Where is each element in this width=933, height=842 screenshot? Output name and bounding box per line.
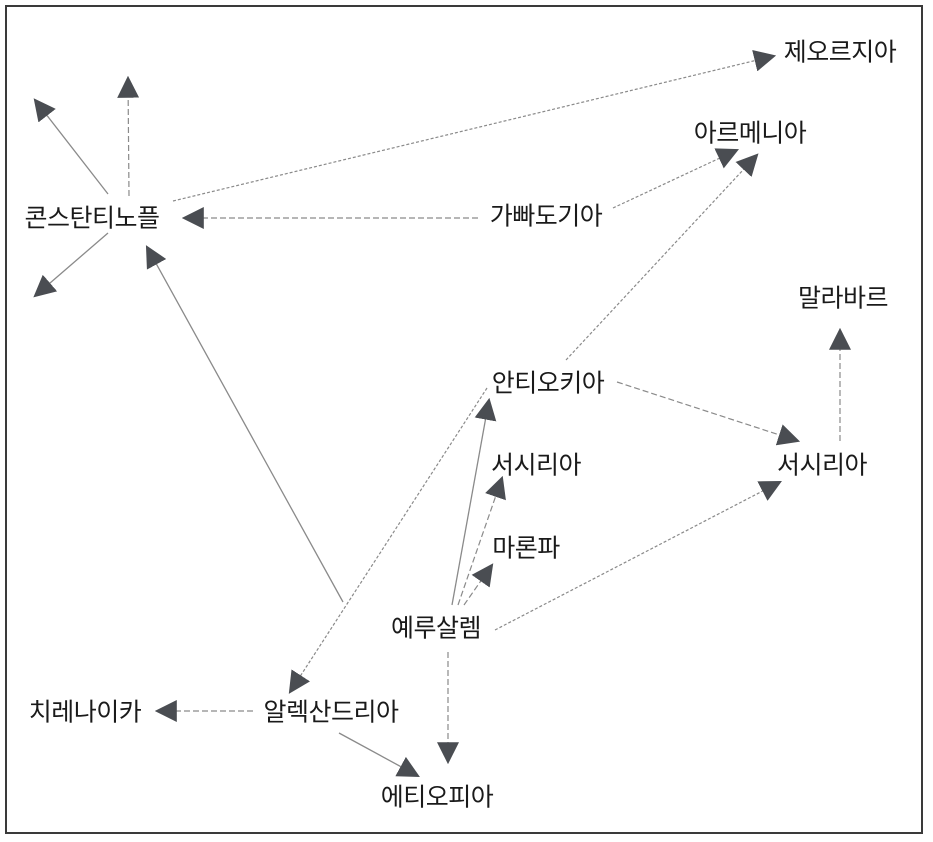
edge-constantinople-to-unlabeleddown-left — [33, 232, 109, 298]
edge-constantinople-to-unlabeledup-left — [33, 98, 109, 195]
edge-constantinople-to-unlabeledup — [117, 75, 140, 197]
node-cyrenaica: 치레나이카 — [28, 697, 142, 727]
edge-antioch-to-alexandria — [288, 387, 488, 694]
edge-jerusalem-to-maronite — [463, 563, 494, 606]
node-maronite: 마론파 — [492, 533, 560, 563]
diagram-frame — [5, 5, 923, 834]
edge-antioch-to-syria-right — [616, 381, 801, 446]
edge-jerusalem-to-syria-left — [457, 475, 506, 606]
edge-cappadocia-to-armenia — [612, 148, 739, 209]
edge-constantinople-to-georgia — [172, 49, 777, 202]
node-cappadocia: 가빠도기아 — [489, 201, 603, 231]
edge-alexandria-to-constantinople — [145, 245, 344, 603]
edge-alexandria-to-ethiopia — [338, 732, 420, 778]
node-georgia: 제오르지아 — [783, 37, 897, 67]
edge-jerusalem-to-antioch — [451, 397, 497, 606]
edge-antioch-to-armenia — [565, 153, 759, 361]
node-antioch: 안티오키아 — [491, 368, 605, 398]
node-syria-right: 서시리아 — [776, 450, 868, 480]
node-jerusalem: 예루살렘 — [390, 613, 482, 643]
node-malabar: 말라바르 — [797, 283, 889, 313]
node-ethiopia: 에티오피아 — [380, 782, 494, 812]
node-syria-left: 서시리아 — [490, 450, 582, 480]
node-constantinople: 콘스탄티노플 — [24, 203, 160, 233]
node-alexandria: 알렉산드리아 — [263, 697, 399, 727]
node-armenia: 아르메니아 — [693, 118, 807, 148]
edge-jerusalem-to-syria-right — [494, 480, 782, 631]
